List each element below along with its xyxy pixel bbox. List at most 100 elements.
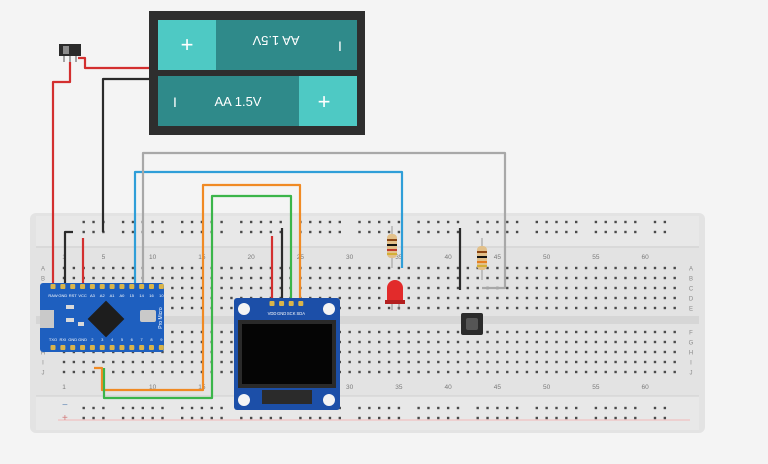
- rail-hole[interactable]: [161, 220, 164, 224]
- breadboard-hole[interactable]: [230, 340, 233, 344]
- breadboard-hole[interactable]: [476, 350, 479, 354]
- breadboard-hole[interactable]: [102, 266, 105, 270]
- breadboard-hole[interactable]: [407, 370, 410, 374]
- breadboard-hole[interactable]: [437, 360, 440, 364]
- breadboard-hole[interactable]: [378, 340, 381, 344]
- breadboard-hole[interactable]: [476, 276, 479, 280]
- breadboard-hole[interactable]: [466, 340, 470, 344]
- breadboard-hole[interactable]: [348, 306, 351, 310]
- rail-hole[interactable]: [269, 230, 273, 234]
- breadboard-hole[interactable]: [427, 340, 430, 344]
- breadboard-hole[interactable]: [673, 266, 676, 270]
- arduino-pin[interactable]: [129, 284, 135, 289]
- breadboard-hole[interactable]: [456, 330, 460, 334]
- arduino-pin[interactable]: [80, 345, 86, 350]
- breadboard-hole[interactable]: [131, 360, 135, 364]
- breadboard-hole[interactable]: [387, 370, 391, 374]
- rail-hole[interactable]: [309, 230, 312, 234]
- breadboard-hole[interactable]: [102, 276, 105, 280]
- breadboard-hole[interactable]: [506, 340, 509, 344]
- breadboard-hole[interactable]: [643, 360, 647, 364]
- breadboard-hole[interactable]: [279, 276, 282, 280]
- breadboard-hole[interactable]: [220, 296, 223, 300]
- breadboard-hole[interactable]: [446, 330, 450, 334]
- breadboard-hole[interactable]: [358, 276, 361, 280]
- breadboard-hole[interactable]: [496, 306, 499, 310]
- breadboard-hole[interactable]: [614, 330, 617, 334]
- breadboard-hole[interactable]: [446, 296, 450, 300]
- rail-hole[interactable]: [200, 406, 204, 410]
- breadboard-hole[interactable]: [378, 330, 381, 334]
- breadboard-hole[interactable]: [92, 360, 95, 364]
- breadboard-hole[interactable]: [486, 330, 489, 334]
- breadboard-hole[interactable]: [240, 276, 243, 280]
- breadboard-hole[interactable]: [604, 330, 607, 334]
- breadboard-hole[interactable]: [387, 360, 391, 364]
- rail-hole[interactable]: [92, 230, 95, 234]
- breadboard-hole[interactable]: [653, 330, 657, 334]
- breadboard-hole[interactable]: [190, 286, 194, 290]
- breadboard-hole[interactable]: [437, 266, 440, 270]
- rail-hole[interactable]: [594, 416, 598, 420]
- rail-hole[interactable]: [437, 230, 440, 234]
- breadboard-hole[interactable]: [584, 276, 588, 280]
- breadboard-hole[interactable]: [387, 340, 391, 344]
- breadboard-hole[interactable]: [358, 360, 361, 364]
- breadboard-hole[interactable]: [378, 266, 381, 270]
- rail-hole[interactable]: [446, 220, 450, 224]
- breadboard-hole[interactable]: [230, 276, 233, 280]
- breadboard-hole[interactable]: [506, 370, 509, 374]
- breadboard-hole[interactable]: [466, 266, 470, 270]
- breadboard-hole[interactable]: [259, 266, 263, 270]
- breadboard-hole[interactable]: [594, 350, 598, 354]
- breadboard-hole[interactable]: [466, 286, 470, 290]
- breadboard-hole[interactable]: [496, 370, 499, 374]
- breadboard-hole[interactable]: [348, 360, 351, 364]
- rail-hole[interactable]: [92, 220, 95, 224]
- arduino-pin[interactable]: [109, 284, 115, 289]
- breadboard-hole[interactable]: [673, 330, 676, 334]
- rail-hole[interactable]: [121, 220, 125, 224]
- oled-pin[interactable]: [279, 301, 285, 306]
- breadboard-hole[interactable]: [368, 286, 371, 290]
- breadboard-hole[interactable]: [181, 360, 184, 364]
- breadboard-hole[interactable]: [624, 306, 627, 310]
- breadboard-hole[interactable]: [161, 370, 164, 374]
- breadboard-hole[interactable]: [486, 340, 489, 344]
- rail-hole[interactable]: [338, 416, 341, 420]
- breadboard-hole[interactable]: [535, 286, 538, 290]
- rail-hole[interactable]: [338, 230, 341, 234]
- rail-hole[interactable]: [535, 416, 538, 420]
- breadboard-hole[interactable]: [220, 266, 223, 270]
- breadboard-hole[interactable]: [545, 360, 548, 364]
- rail-hole[interactable]: [565, 416, 568, 420]
- breadboard-hole[interactable]: [387, 306, 391, 310]
- rail-hole[interactable]: [161, 230, 164, 234]
- breadboard-hole[interactable]: [318, 276, 322, 280]
- breadboard-hole[interactable]: [663, 286, 667, 290]
- arduino-pin[interactable]: [109, 345, 115, 350]
- rail-hole[interactable]: [476, 406, 479, 410]
- arduino-pin[interactable]: [149, 345, 154, 350]
- breadboard-hole[interactable]: [348, 330, 351, 334]
- breadboard-hole[interactable]: [171, 350, 174, 354]
- breadboard-hole[interactable]: [584, 286, 588, 290]
- breadboard-hole[interactable]: [535, 350, 538, 354]
- breadboard-hole[interactable]: [555, 370, 558, 374]
- breadboard-hole[interactable]: [535, 276, 538, 280]
- rail-hole[interactable]: [181, 416, 184, 420]
- breadboard-hole[interactable]: [594, 296, 598, 300]
- rail-hole[interactable]: [624, 220, 627, 224]
- breadboard-hole[interactable]: [584, 266, 588, 270]
- rail-hole[interactable]: [259, 416, 263, 420]
- rail-hole[interactable]: [378, 406, 381, 410]
- arduino-pin[interactable]: [158, 345, 164, 350]
- breadboard-hole[interactable]: [506, 350, 509, 354]
- breadboard-hole[interactable]: [506, 296, 509, 300]
- rail-hole[interactable]: [555, 416, 558, 420]
- arduino-pin[interactable]: [129, 345, 135, 350]
- breadboard-hole[interactable]: [604, 340, 607, 344]
- breadboard-hole[interactable]: [515, 266, 519, 270]
- arduino-pin[interactable]: [119, 345, 125, 350]
- breadboard-hole[interactable]: [181, 350, 184, 354]
